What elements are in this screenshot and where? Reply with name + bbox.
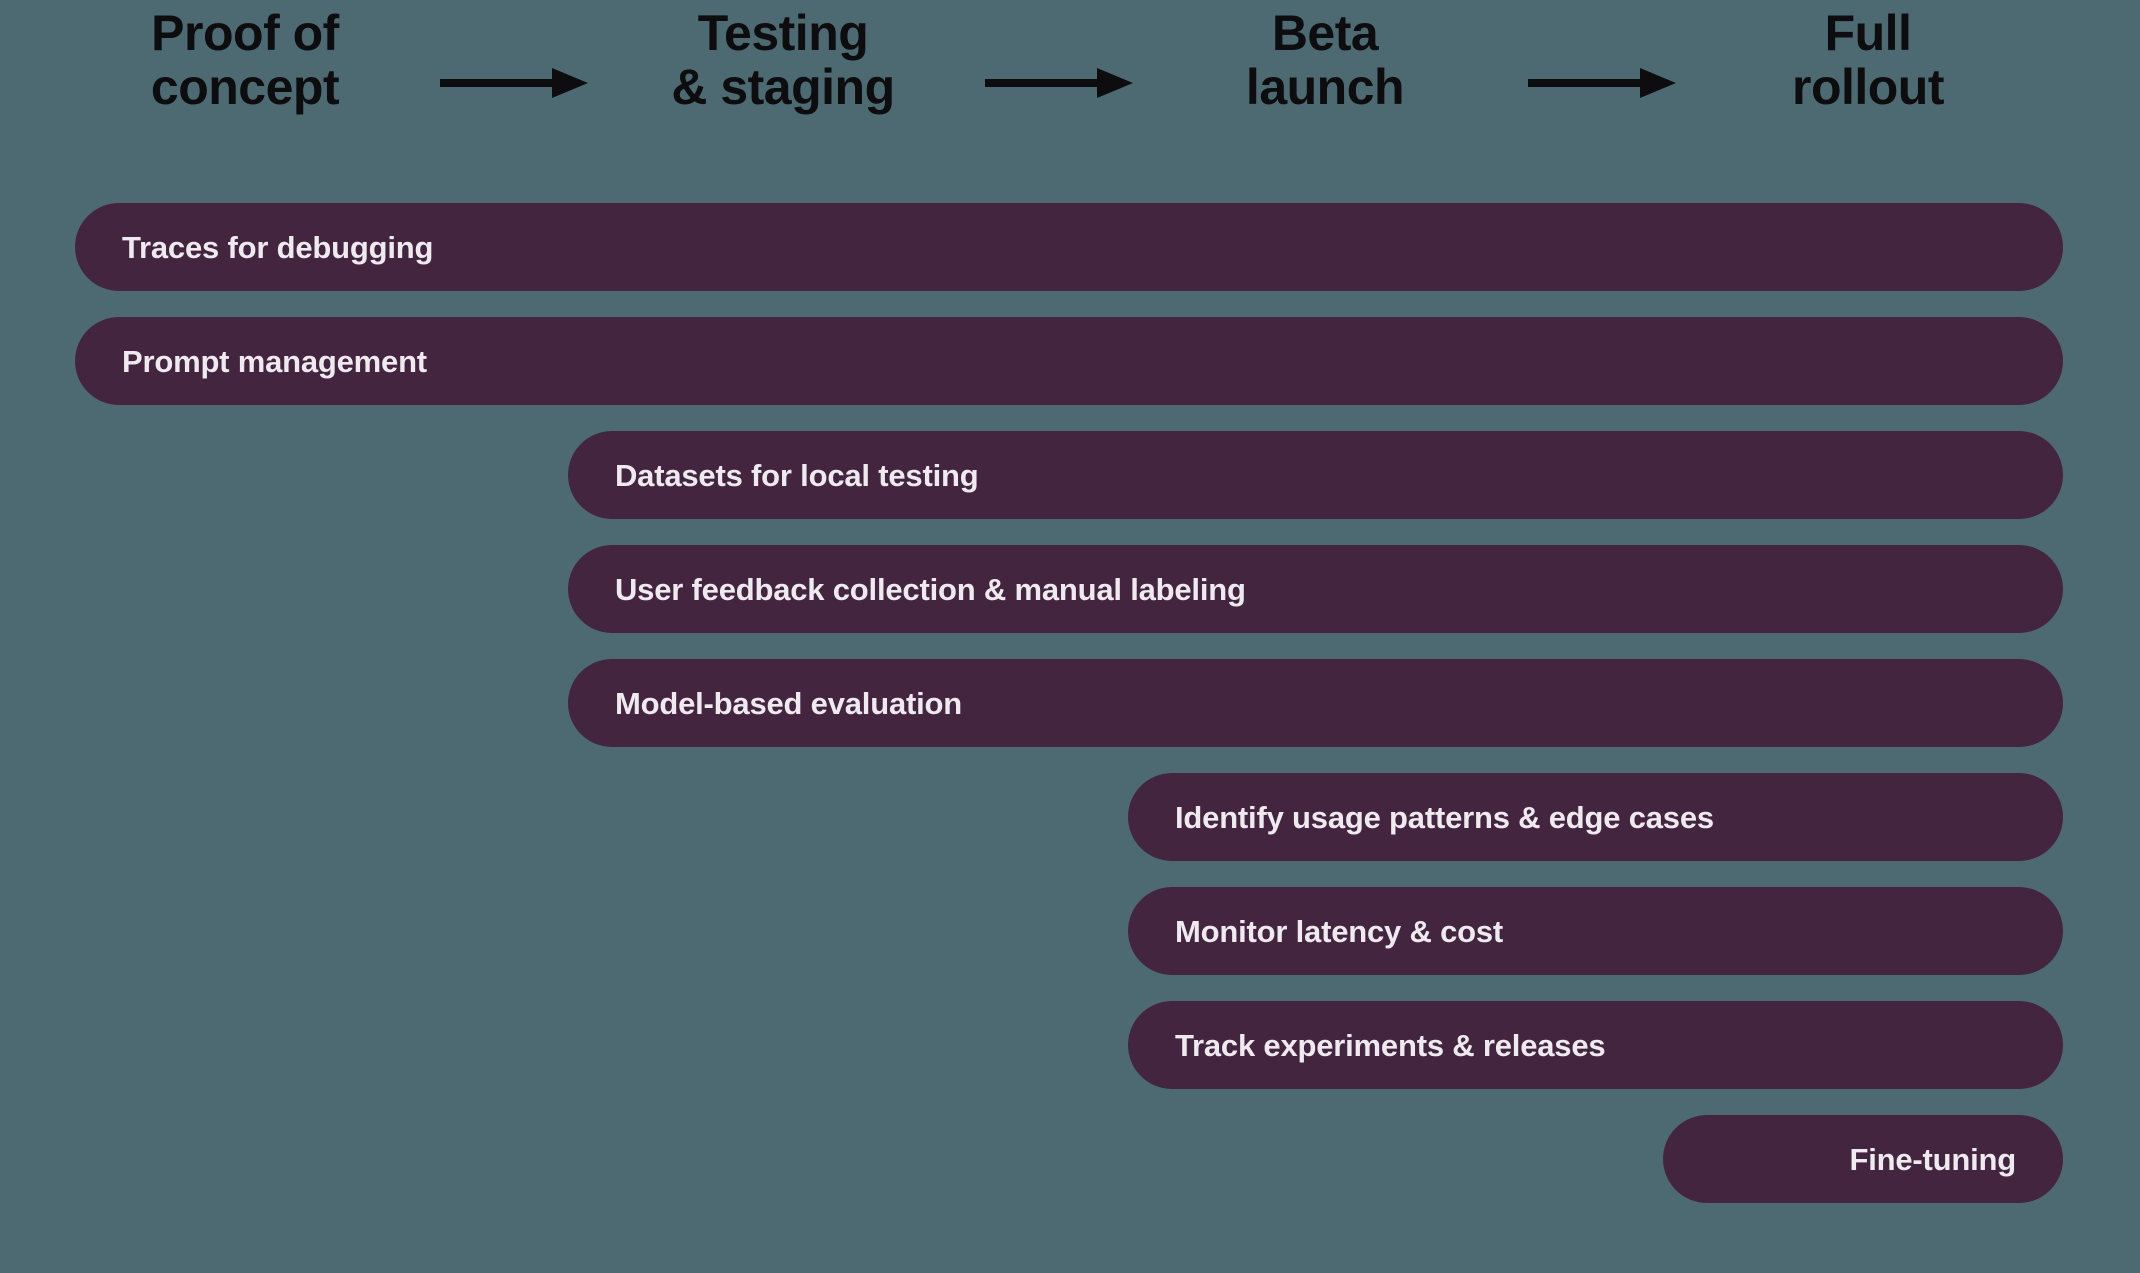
capability-bar-identify-usage-patterns-and-edge-cases[interactable]: Identify usage patterns & edge cases [1128, 773, 2063, 861]
capability-bar-traces-for-debugging[interactable]: Traces for debugging [75, 203, 2063, 291]
arrow-head [552, 68, 588, 98]
phase-label-line1: Beta [1271, 5, 1379, 61]
capability-bar-model-based-evaluation[interactable]: Model-based evaluation [568, 659, 2063, 747]
arrow-shaft [1528, 79, 1646, 87]
phase-label-line1: Full [1824, 5, 1912, 61]
capability-bar-label: Monitor latency & cost [1175, 913, 1504, 949]
capability-bar-label: Traces for debugging [122, 229, 434, 265]
arrow-shaft [440, 79, 558, 87]
phase-label-line2: rollout [1791, 59, 1945, 115]
phase-label-line2: concept [150, 59, 340, 115]
capability-bar-label: Identify usage patterns & edge cases [1175, 799, 1714, 835]
arrow-right-icon [985, 68, 1133, 98]
arrow-shaft [985, 79, 1103, 87]
phase-label-line1: Testing [697, 5, 869, 61]
capability-bar-label: Model-based evaluation [615, 685, 962, 721]
capability-bar-label: Prompt management [122, 343, 427, 379]
phase-label-line2: & staging [671, 59, 895, 115]
arrow-head [1097, 68, 1133, 98]
arrow-right-icon [1528, 68, 1676, 98]
capability-bar-user-feedback-collection-and-manual-labeling[interactable]: User feedback collection & manual labeli… [568, 545, 2063, 633]
capability-bar-datasets-for-local-testing[interactable]: Datasets for local testing [568, 431, 2063, 519]
arrow-right-icon [440, 68, 588, 98]
capability-bar-fine-tuning[interactable]: Fine-tuning [1663, 1115, 2063, 1203]
arrow-head [1640, 68, 1676, 98]
capability-bar-label: Datasets for local testing [615, 457, 979, 493]
capability-bar-track-experiments-and-releases[interactable]: Track experiments & releases [1128, 1001, 2063, 1089]
phase-label-testing-and-staging: Testing& staging [613, 6, 953, 114]
capability-bar-label: Fine-tuning [1849, 1141, 2016, 1177]
capability-bar-monitor-latency-and-cost[interactable]: Monitor latency & cost [1128, 887, 2063, 975]
phase-label-line1: Proof of [151, 5, 339, 61]
capability-bar-label: User feedback collection & manual labeli… [615, 571, 1246, 607]
capability-bar-prompt-management[interactable]: Prompt management [75, 317, 2063, 405]
capability-bar-label: Track experiments & releases [1175, 1027, 1606, 1063]
phase-label-line2: launch [1245, 59, 1405, 115]
